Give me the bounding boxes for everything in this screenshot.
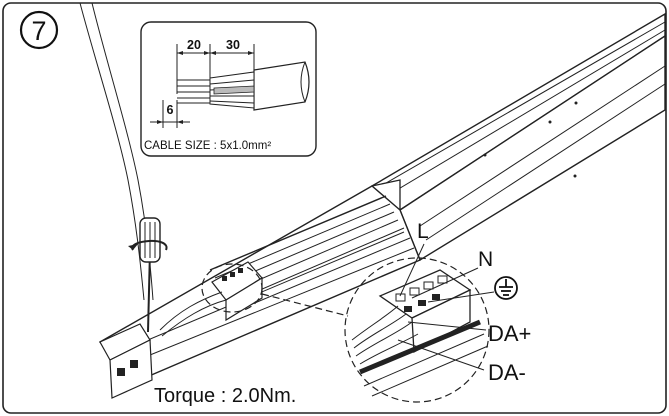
terminal-pointers	[397, 243, 495, 371]
rotate-arrow-icon	[128, 244, 138, 250]
torque-note: Torque : 2.0Nm.	[154, 385, 296, 407]
detail-callout-large	[344, 257, 490, 403]
detail-leader	[261, 293, 349, 317]
strip-dimension-20: 20	[187, 38, 201, 52]
conductor-dimension-6: 6	[167, 103, 174, 117]
terminal-label-dali-plus: DA+	[488, 321, 531, 346]
detail-callout-small	[201, 263, 263, 313]
step-badge: 7	[19, 10, 59, 50]
terminal-block	[159, 261, 263, 337]
cable-size-label: CABLE SIZE : 5x1.0mm²	[144, 140, 271, 152]
terminal-label-neutral: N	[478, 248, 493, 271]
earth-ground-icon	[494, 276, 518, 300]
wire-strip-inset: 20 30 6 CABLE SIZE : 5x1.0mm²	[140, 21, 317, 157]
terminal-label-live: L	[417, 220, 429, 243]
screwdriver	[128, 217, 168, 333]
step-number: 7	[31, 16, 46, 46]
terminal-label-dali-minus: DA-	[488, 360, 526, 385]
terminal-detail	[351, 269, 489, 397]
strip-dimension-30: 30	[226, 38, 240, 52]
